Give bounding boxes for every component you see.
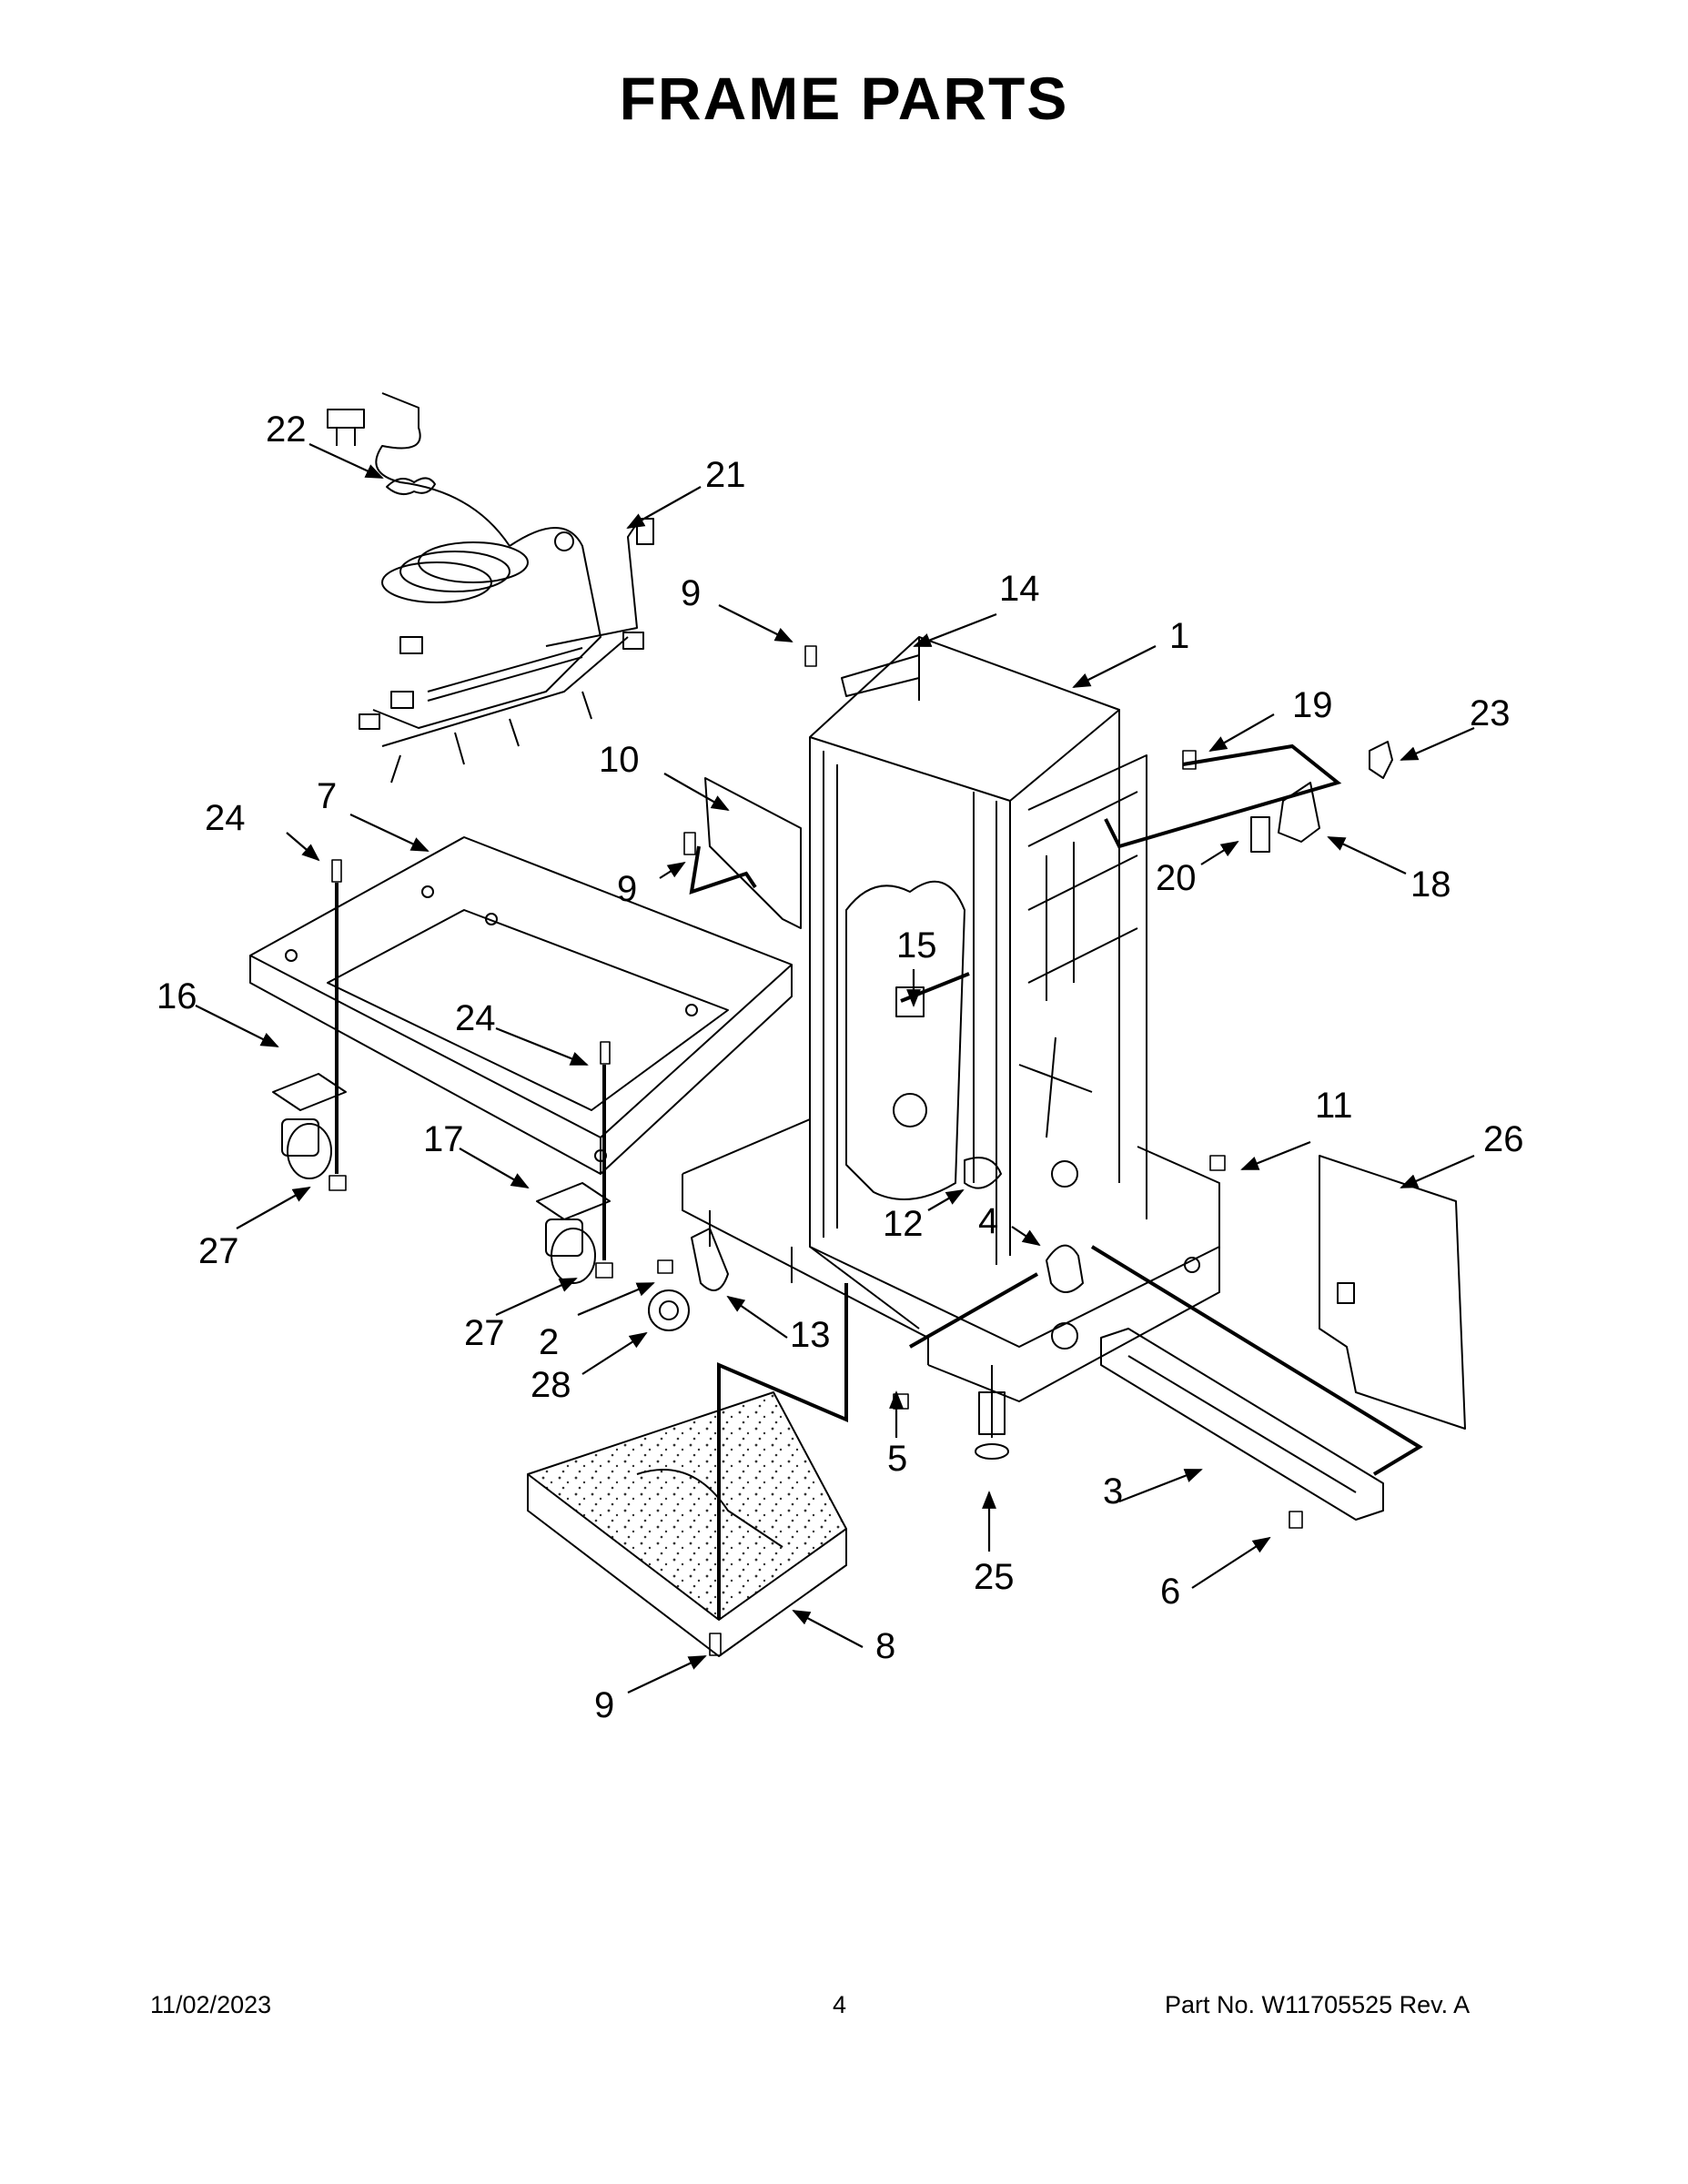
heat-shield [704,777,802,929]
side-panel [1319,1155,1466,1430]
valve [1046,1244,1084,1293]
caster-left [272,1073,347,1179]
footer-page-number: 4 [833,1991,847,2018]
assembly-lines [335,743,1423,1620]
callout-16: 16 [157,976,197,1016]
callout-20: 20 [1156,858,1197,898]
page-title: FRAME PARTS [619,65,1069,132]
screws [329,645,1303,1656]
footer-part-number: Part No. W11705525 Rev. A [1165,1991,1471,2018]
clip [1369,741,1393,779]
drain-grommet [964,1157,1002,1189]
callout-13: 13 [790,1315,831,1355]
top-tray [249,836,793,1175]
leveling-leg [975,1365,1009,1460]
callout-arrows [195,443,1475,1694]
callout-3: 3 [1103,1471,1123,1512]
callout-5: 5 [887,1439,907,1479]
callout-18: 18 [1410,864,1451,905]
callout-24: 24 [455,998,496,1038]
knob [648,1289,690,1331]
callout-17: 17 [423,1119,464,1159]
callout-4: 4 [978,1201,998,1241]
cabinet-frame [682,636,1220,1402]
bracket [691,1228,729,1291]
switch [895,986,925,1017]
callout-11: 11 [1315,1086,1353,1126]
callout-25: 25 [974,1557,1015,1597]
grommet [386,477,436,496]
callout-1: 1 [1169,616,1189,656]
mount-plate [1250,816,1270,853]
callout-27: 27 [464,1313,505,1353]
callout-9: 9 [617,869,637,909]
hinge [1278,782,1320,843]
wire-harness [327,392,654,784]
callout-28: 28 [531,1365,571,1405]
callout-12: 12 [883,1204,924,1244]
callout-15: 15 [896,925,937,966]
callout-labels: 22 21 9 14 1 19 23 10 9 24 7 20 18 15 16… [157,410,1524,1725]
callout-6: 6 [1160,1572,1180,1612]
callout-21: 21 [705,455,746,495]
callout-22: 22 [266,410,307,450]
mount-strip [841,654,920,697]
callout-9: 9 [594,1685,614,1725]
callout-8: 8 [875,1626,895,1666]
base-rail [1100,1328,1384,1521]
callout-19: 19 [1292,685,1333,725]
callout-7: 7 [317,776,337,816]
bottom-plate [527,1391,847,1657]
callout-27: 27 [198,1231,239,1271]
callout-9: 9 [681,573,701,613]
caster-right [536,1182,611,1284]
callout-10: 10 [599,740,640,780]
callout-23: 23 [1470,693,1511,733]
callout-24: 24 [205,798,246,838]
footer-date: 11/02/2023 [150,1991,272,2018]
callout-14: 14 [999,569,1040,609]
callout-2: 2 [539,1322,559,1362]
callout-26: 26 [1483,1119,1524,1159]
